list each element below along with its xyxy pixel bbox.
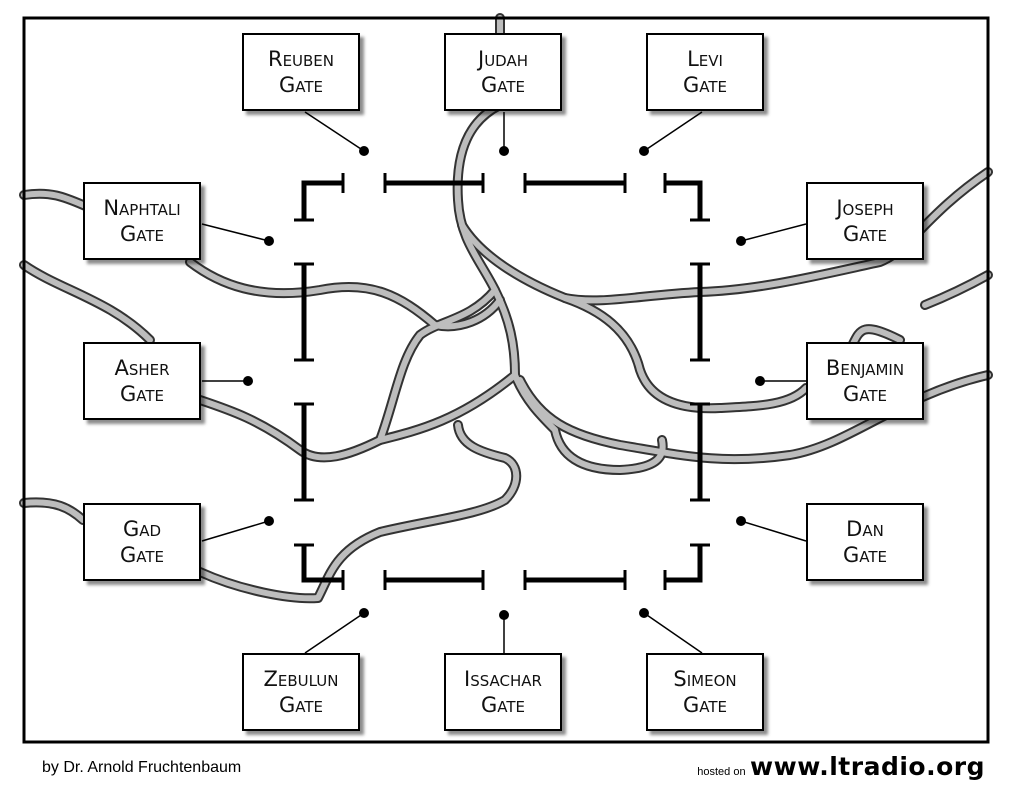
- gate-name: Joseph: [836, 196, 894, 220]
- gate-name: Benjamin: [825, 356, 905, 380]
- gate-word: Gate: [119, 543, 165, 567]
- gate-leaders: [201, 111, 807, 654]
- gate-marker-naphtali: [264, 236, 274, 246]
- gate-word: Gate: [119, 222, 165, 246]
- river: [21, 422, 520, 602]
- gate-marker-asher: [243, 376, 253, 386]
- gate-marker-benjamin: [755, 376, 765, 386]
- river: [922, 272, 991, 308]
- gate-marker-reuben: [359, 146, 369, 156]
- gate-name: Issachar: [464, 667, 542, 691]
- gate-word: Gate: [278, 693, 324, 717]
- gate-word: Gate: [278, 73, 324, 97]
- city-wall: [294, 173, 710, 590]
- gate-name: Judah: [477, 47, 528, 71]
- gate-name: Simeon: [673, 667, 737, 691]
- gate-word: Gate: [682, 693, 728, 717]
- wall-segment: [301, 545, 343, 583]
- site-link[interactable]: www.ltradio.org: [750, 752, 985, 781]
- gate-word: Gate: [842, 222, 888, 246]
- river: [552, 427, 666, 473]
- gate-name: Levi: [687, 47, 723, 71]
- gate-leader-line: [740, 223, 807, 242]
- gate-marker-gad: [264, 516, 274, 526]
- gate-leader-line: [304, 612, 365, 654]
- gate-name: Reuben: [267, 47, 335, 71]
- gate-name: Naphtali: [103, 196, 181, 220]
- gate-word: Gate: [682, 73, 728, 97]
- gate-marker-simeon: [639, 608, 649, 618]
- river: [377, 372, 518, 443]
- gate-marker-dan: [736, 516, 746, 526]
- gate-name: Gad: [122, 517, 162, 541]
- map-frame: [22, 16, 990, 744]
- gate-name: Zebulun: [263, 667, 339, 691]
- gate-leader-line: [643, 111, 703, 152]
- wall-segment: [301, 180, 343, 220]
- gate-marker-judah: [499, 146, 509, 156]
- gate-name: Dan: [846, 517, 884, 541]
- gate-marker-issachar: [499, 610, 509, 620]
- gate-leader-line: [740, 520, 807, 542]
- gate-leader-line: [201, 520, 270, 542]
- hosted-by: hosted on www.ltradio.org: [697, 752, 985, 781]
- gate-word: Gate: [119, 382, 165, 406]
- gate-word: Gate: [480, 693, 526, 717]
- gate-word: Gate: [842, 382, 888, 406]
- gate-word: Gate: [480, 73, 526, 97]
- gate-marker-joseph: [736, 236, 746, 246]
- gate-word: Gate: [842, 543, 888, 567]
- wall-segment: [665, 545, 703, 583]
- hosted-prefix: hosted on: [697, 766, 746, 778]
- river: [21, 262, 153, 343]
- wall-segment: [665, 180, 703, 220]
- author-credit: by Dr. Arnold Fruchtenbaum: [42, 759, 242, 776]
- gate-leader-line: [643, 612, 703, 654]
- gate-leader-line: [201, 223, 270, 242]
- gate-name: Asher: [114, 356, 170, 380]
- gate-marker-zebulun: [359, 608, 369, 618]
- river-outline: [195, 285, 500, 463]
- gate-leader-line: [304, 111, 365, 152]
- gate-marker-levi: [639, 146, 649, 156]
